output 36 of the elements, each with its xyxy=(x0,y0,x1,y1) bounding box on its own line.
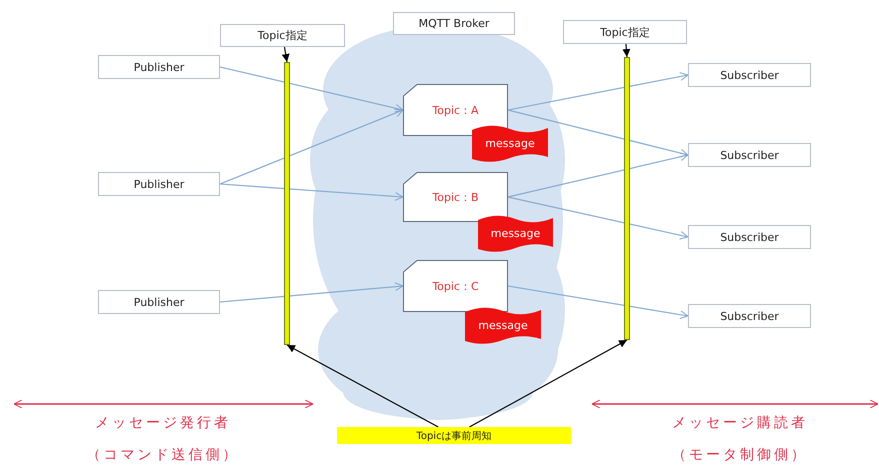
arrow xyxy=(469,340,628,428)
side-label: （モータ制御側） xyxy=(672,446,808,464)
arrow xyxy=(286,344,439,428)
side-label: メッセージ購読者 xyxy=(672,414,808,432)
arrow xyxy=(282,46,290,62)
vertical-bar xyxy=(284,62,290,345)
arrow xyxy=(622,44,630,58)
process-box: Publisher xyxy=(98,290,220,314)
message-flag: message xyxy=(478,215,553,252)
process-box: Subscriber xyxy=(688,225,811,249)
side-label: メッセージ発行者 xyxy=(95,414,231,432)
arrow xyxy=(220,183,404,201)
vertical-bar xyxy=(624,57,630,340)
arrow xyxy=(508,152,688,198)
arrow xyxy=(220,282,404,303)
arrow xyxy=(508,72,688,111)
topic-box: Topic：C xyxy=(403,260,508,312)
process-box: MQTT Broker xyxy=(393,12,515,35)
topic-box: Topic：A xyxy=(403,84,508,136)
arrow xyxy=(508,285,688,320)
arrow xyxy=(508,196,688,240)
process-box: Publisher xyxy=(98,55,220,79)
process-box: Topic指定 xyxy=(220,24,345,47)
process-box: Subscriber xyxy=(688,63,811,87)
side-label: （コマンド送信側） xyxy=(86,446,240,464)
process-box: Topic指定 xyxy=(563,20,687,44)
process-box: Publisher xyxy=(98,172,220,196)
note-bar: Topicは事前周知 xyxy=(337,427,571,444)
process-box: Subscriber xyxy=(688,304,811,328)
message-flag: message xyxy=(472,125,548,162)
arrow xyxy=(508,109,688,158)
process-box: Subscriber xyxy=(688,143,811,167)
message-flag: message xyxy=(465,307,541,344)
arrow xyxy=(220,108,404,184)
topic-box: Topic：B xyxy=(403,172,508,222)
arrow xyxy=(220,66,404,113)
